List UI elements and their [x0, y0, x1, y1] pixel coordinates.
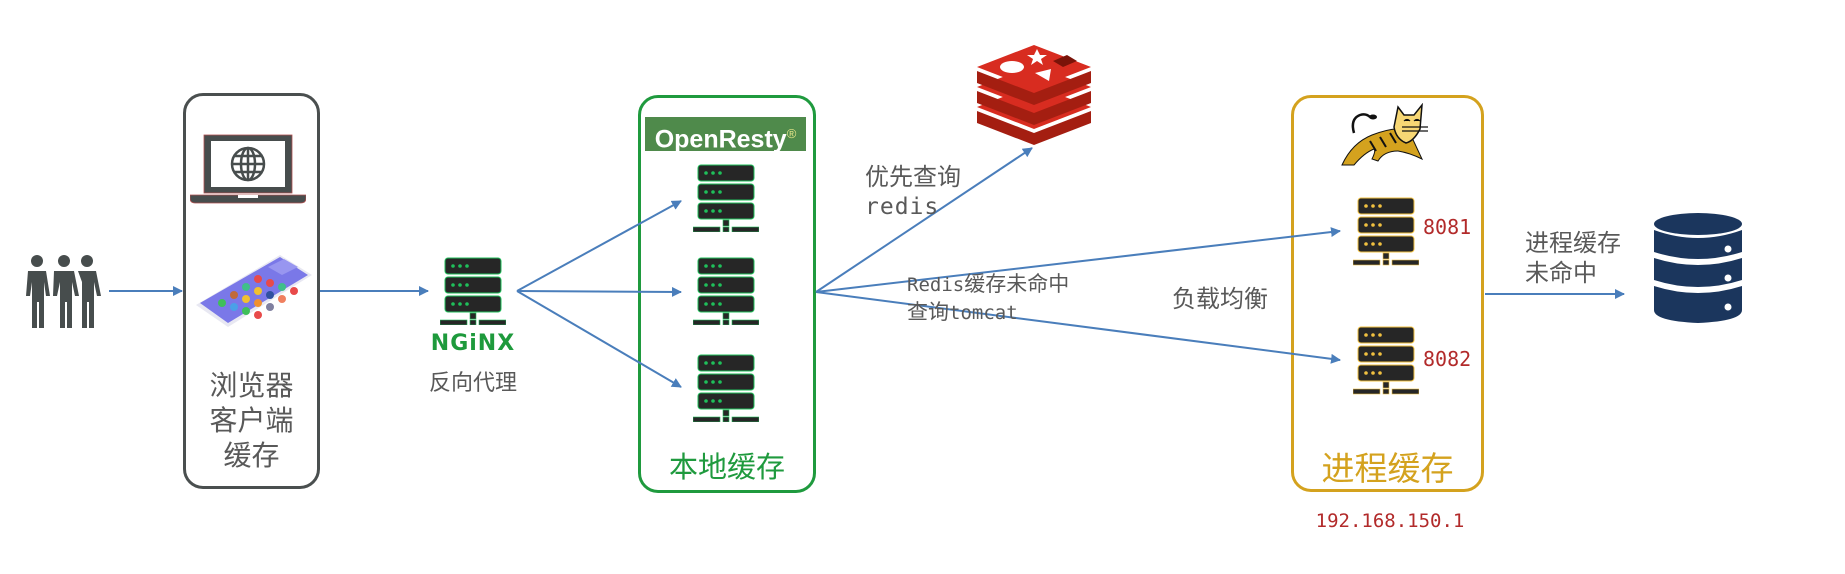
arrow-openresty-to-tomcat-8081 — [815, 227, 1341, 293]
query-tomcat-cjk: 查询 — [907, 300, 949, 324]
label-line-2: 客户端 — [209, 404, 294, 437]
registered-mark: ® — [786, 126, 797, 141]
redis-miss-mono: Redis — [907, 274, 965, 296]
tomcat-ip-label: 192.168.150.1 — [1315, 510, 1465, 532]
label-line-3: 缓存 — [223, 439, 280, 472]
process-cache-miss-label: 进程缓存 未命中 — [1525, 228, 1621, 288]
tomcat-server-8082-icon — [1353, 326, 1419, 395]
nginx-server-icon — [440, 257, 506, 325]
arrow-nginx-to-openresty-2 — [516, 286, 682, 297]
redis-miss-cjk: 缓存未命中 — [964, 272, 1070, 296]
openresty-server-icon — [693, 354, 759, 422]
query-tomcat-mono: tomcat — [949, 302, 1018, 324]
process-cache-label: 进程缓存 — [1321, 449, 1454, 488]
port-8081-label: 8081 — [1423, 215, 1472, 239]
redis-miss-label: Redis缓存未命中 查询tomcat — [907, 271, 1069, 327]
openresty-server-icon — [693, 164, 759, 232]
arrow-nginx-to-openresty-1 — [516, 200, 682, 292]
openresty-server-icon — [693, 257, 759, 325]
laptop-globe-icon — [190, 134, 306, 204]
process-cache-miss-line1: 进程缓存 — [1525, 229, 1621, 257]
smartphone-icon — [196, 255, 312, 327]
process-cache-miss-line2: 未命中 — [1525, 259, 1597, 287]
redis-edge-label-line1: 优先查询 — [865, 163, 961, 191]
openresty-banner: OpenResty® — [645, 117, 806, 154]
local-cache-label: 本地缓存 — [668, 450, 785, 484]
browser-client-cache-label: 浏览器 客户端 缓存 — [183, 368, 320, 473]
database-icon — [1654, 213, 1742, 323]
nginx-logo-text: NGiNX — [430, 331, 516, 356]
arrow-openresty-to-tomcat-8082 — [815, 291, 1341, 364]
users-icon — [26, 255, 101, 328]
label-line-1: 浏览器 — [209, 369, 294, 402]
tomcat-server-8081-icon — [1353, 197, 1419, 266]
redis-edge-label-line2: redis — [865, 194, 940, 220]
load-balance-label: 负载均衡 — [1172, 285, 1268, 313]
tomcat-logo-icon — [1341, 103, 1428, 166]
tomcat-process-cache-box — [1291, 95, 1484, 492]
arrow-openresty-to-redis — [815, 147, 1033, 293]
openresty-local-cache-box — [638, 95, 816, 493]
openresty-banner-text: OpenResty — [654, 125, 787, 154]
port-8082-label: 8082 — [1423, 347, 1472, 371]
redis-logo-icon — [977, 45, 1091, 145]
redis-edge-label: 优先查询 redis — [865, 162, 961, 222]
arrow-nginx-to-openresty-3 — [516, 290, 682, 388]
reverse-proxy-label: 反向代理 — [428, 371, 517, 396]
